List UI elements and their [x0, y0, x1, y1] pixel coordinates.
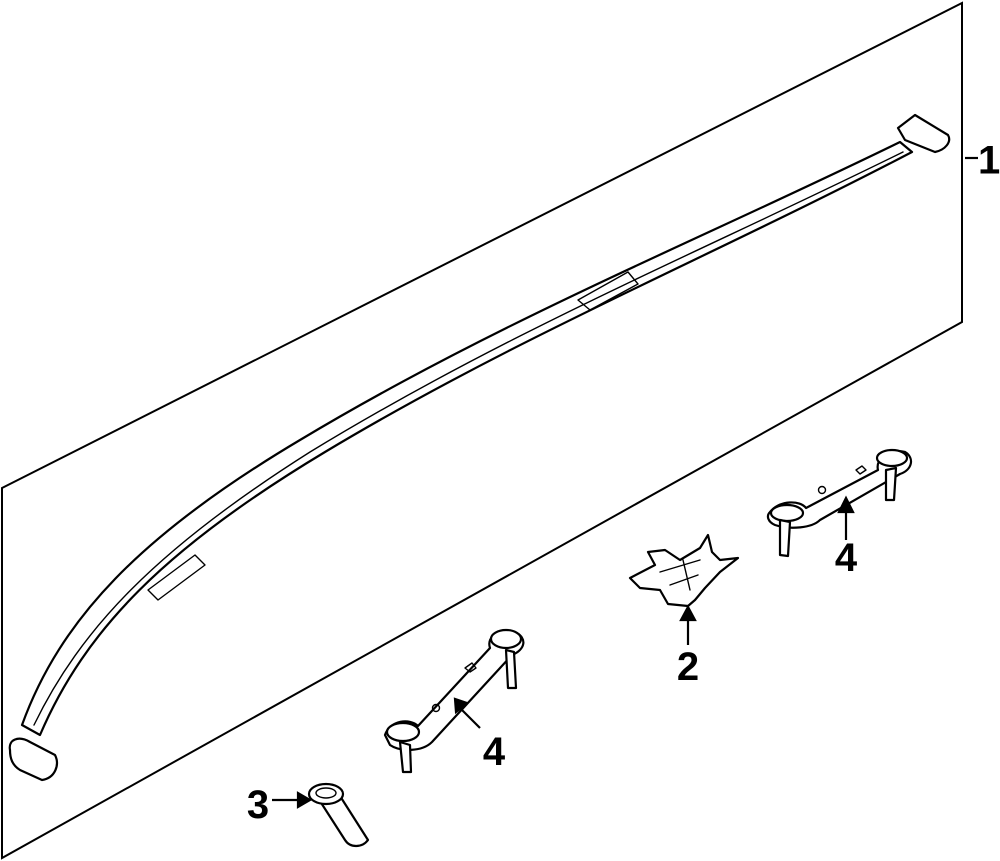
callout-1-label: 1: [978, 139, 1000, 183]
roof-rail[interactable]: [8, 113, 951, 782]
callout-4b-label: 4: [483, 730, 506, 774]
rail-support-upper[interactable]: [766, 448, 913, 558]
callout-3: 3: [247, 783, 313, 827]
callout-4b: 4: [453, 697, 506, 774]
callout-2: 2: [677, 604, 699, 689]
callout-1: 1: [965, 139, 1000, 183]
mounting-pin[interactable]: [307, 782, 370, 848]
rail-bracket-clip[interactable]: [628, 533, 740, 608]
callout-4a-label: 4: [835, 536, 858, 580]
callout-3-label: 3: [247, 783, 269, 827]
rail-rear-endcap: [896, 113, 951, 154]
rail-support-lower[interactable]: [383, 628, 525, 774]
rail-front-endcap: [8, 737, 59, 782]
callout-4a: 4: [835, 495, 858, 580]
assembly-panel: [0, 1, 963, 860]
callout-2-label: 2: [677, 645, 699, 689]
